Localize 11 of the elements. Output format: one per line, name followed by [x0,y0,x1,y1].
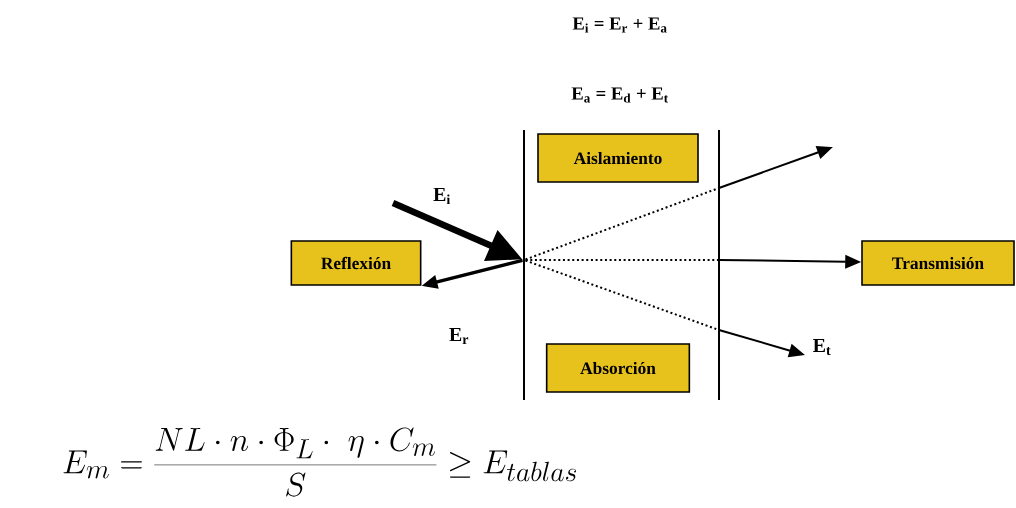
label-box: Aislamiento [537,133,699,183]
equation: E$_{i}$ = E$_{r}$ + E$_{a}$ [572,17,667,33]
formula: $E_m = \frac{NL\cdot n\cdot\Phi_L\cdot\ \eta\cdot C_m}{S} \ge E_{tablas}$ [63,427,576,497]
equation: E$_{a}$ = E$_{d}$ + E$_{t}$ [571,87,668,103]
label-box: Reflexión [290,240,422,286]
impact-point [522,258,526,262]
edge-label: E$_{i}$ [433,187,451,205]
label-box: Transmisión [861,240,1015,286]
label-box: Absorción [545,343,691,393]
edge-label: E$_{t}$ [813,338,831,356]
edge-label: E$_{r}$ [449,328,469,344]
